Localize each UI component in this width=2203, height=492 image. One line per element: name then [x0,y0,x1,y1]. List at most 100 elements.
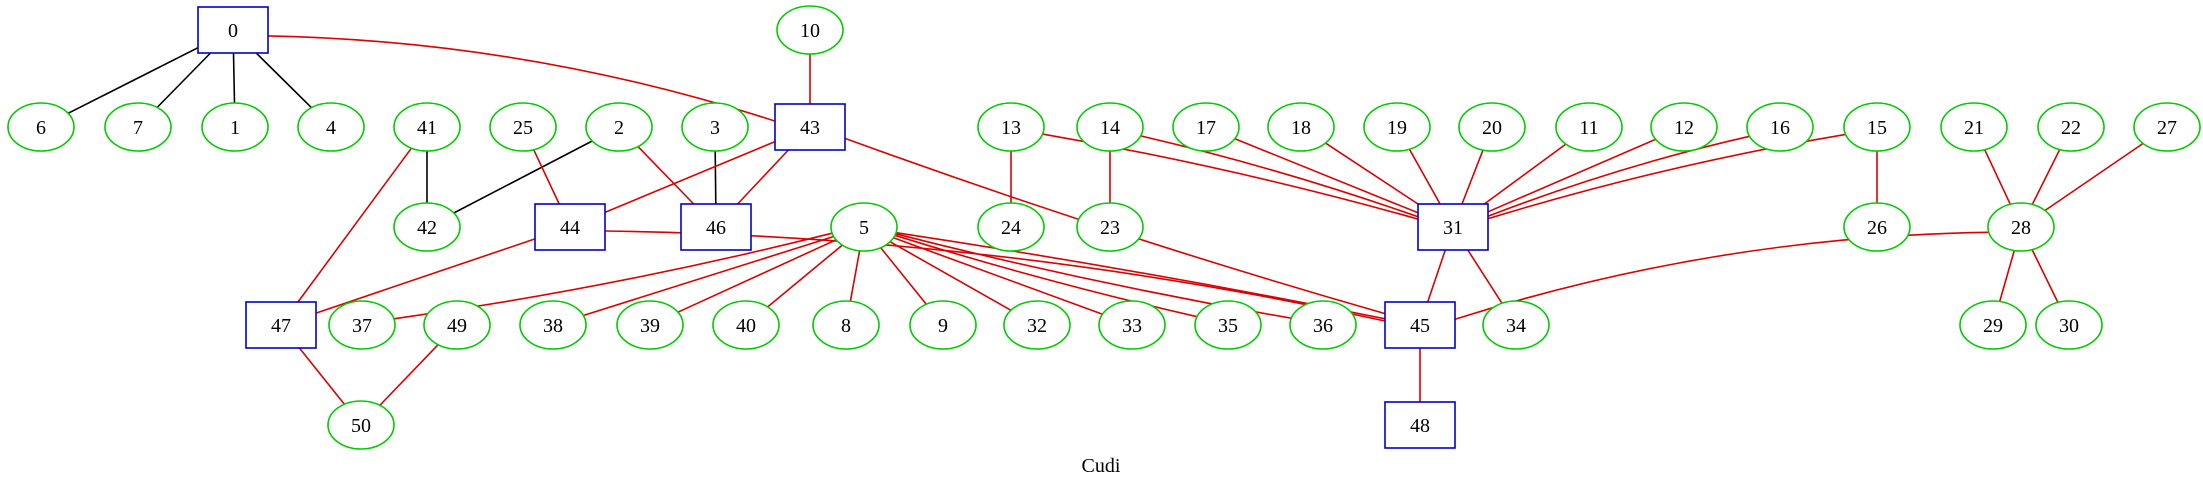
node-13-ellipse [977,102,1045,152]
node-9-ellipse [909,300,977,350]
node-0: 0 [197,6,269,54]
node-49: 49 [423,300,491,350]
node-48-box [1384,401,1456,449]
node-3-ellipse [681,102,749,152]
node-32-ellipse [1003,300,1071,350]
node-3: 3 [681,102,749,152]
node-18-label: 18 [1291,117,1311,139]
node-0-label: 0 [228,20,238,42]
edge-21-28 [1983,149,2012,205]
node-1-ellipse [201,102,269,152]
node-43-box [774,103,846,151]
node-42-label: 42 [417,217,437,239]
node-2-label: 2 [614,117,624,139]
node-23-label: 23 [1100,217,1120,239]
node-31-box [1417,203,1489,251]
node-11: 11 [1555,102,1623,152]
node-12: 12 [1650,102,1718,152]
node-30-ellipse [2035,300,2103,350]
node-29-ellipse [1959,300,2027,350]
node-21-ellipse [1940,102,2008,152]
edge-11-31 [1483,143,1567,205]
diagram-caption: Cudi [1082,455,1121,477]
node-31-label: 31 [1443,217,1463,239]
node-13-label: 13 [1001,117,1021,139]
node-8-label: 8 [841,315,851,337]
node-24-label: 24 [1001,217,1021,239]
node-10: 10 [776,5,844,55]
edge-5-33 [893,237,1103,315]
node-28-label: 28 [2011,217,2031,239]
node-31: 31 [1417,203,1489,251]
edge-25-44 [532,149,560,205]
node-34: 34 [1482,300,1550,350]
edge-0-43 [267,35,776,122]
node-21-label: 21 [1964,117,1984,139]
node-17: 17 [1172,102,1240,152]
node-28: 28 [1987,202,2055,252]
node-38-label: 38 [543,315,563,337]
node-38-ellipse [519,300,587,350]
node-7: 7 [104,102,172,152]
node-46-label: 46 [706,217,726,239]
node-33-label: 33 [1122,315,1142,337]
node-45: 45 [1384,301,1456,349]
node-4-label: 4 [326,117,336,139]
node-44-label: 44 [560,217,580,239]
node-19-ellipse [1363,102,1431,152]
node-3-label: 3 [710,117,720,139]
node-27-ellipse [2133,102,2201,152]
node-26: 26 [1843,202,1911,252]
edge-0-7 [156,52,212,109]
node-1-label: 1 [230,117,240,139]
edge-5-9 [880,247,927,305]
node-35-ellipse [1194,300,1262,350]
node-13: 13 [977,102,1045,152]
edge-16-31 [1487,135,1750,218]
node-47: 47 [245,301,317,349]
node-11-ellipse [1555,102,1623,152]
node-18-ellipse [1267,102,1335,152]
node-14: 14 [1076,102,1144,152]
node-5: 5 [830,202,898,252]
node-19: 19 [1363,102,1431,152]
edge-49-50 [379,344,439,406]
edge-19-31 [1408,148,1441,205]
node-10-label: 10 [800,20,820,42]
node-5-ellipse [830,202,898,252]
node-42: 42 [393,202,461,252]
node-45-box [1384,301,1456,349]
node-45-label: 45 [1410,315,1430,337]
node-49-ellipse [423,300,491,350]
node-2: 2 [585,102,653,152]
node-48: 48 [1384,401,1456,449]
node-5-label: 5 [859,217,869,239]
edge-43-46 [737,149,789,205]
node-0-box [197,6,269,54]
node-38: 38 [519,300,587,350]
edge-28-45 [1454,231,1989,321]
edge-20-31 [1461,149,1484,205]
node-33: 33 [1098,300,1166,350]
node-6-label: 6 [36,117,46,139]
node-41-label: 41 [417,117,437,139]
node-40-label: 40 [736,315,756,337]
edge-27-28 [2044,142,2144,212]
node-14-ellipse [1076,102,1144,152]
edge-5-8 [849,250,861,302]
edge-2-42 [453,140,593,214]
edge-5-38 [583,235,834,317]
node-43-label: 43 [800,117,820,139]
node-20: 20 [1458,102,1526,152]
edge-18-31 [1325,142,1419,205]
node-15-label: 15 [1867,117,1887,139]
node-25: 25 [489,102,557,152]
node-44-box [534,203,606,251]
edge-22-28 [2031,149,2061,205]
node-35: 35 [1194,300,1262,350]
node-6: 6 [7,102,75,152]
node-30-label: 30 [2059,315,2079,337]
node-21: 21 [1940,102,2008,152]
edge-14-31 [1140,135,1419,218]
